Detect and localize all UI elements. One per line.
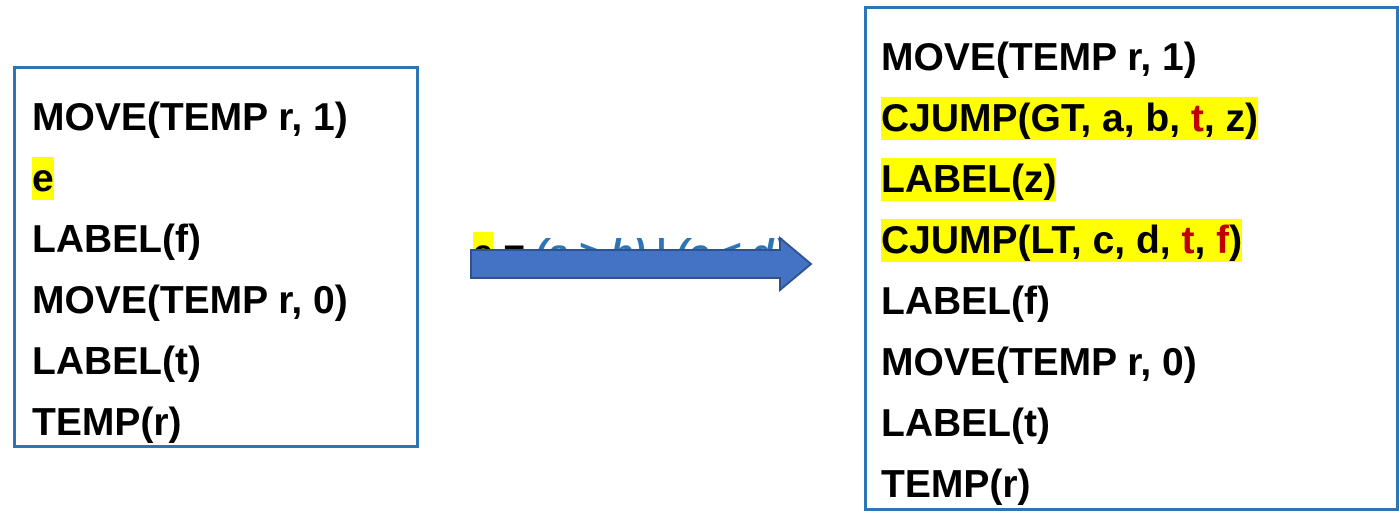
code-segment: LABEL(t)	[32, 340, 201, 383]
code-segment: CJUMP(GT, a, b,	[881, 97, 1191, 140]
arrow-shape	[470, 235, 813, 293]
code-segment: e	[32, 157, 54, 200]
code-segment: LABEL(t)	[881, 402, 1050, 445]
code-segment: MOVE(TEMP r, 0)	[881, 341, 1197, 384]
code-line: TEMP(r)	[881, 454, 1396, 515]
label-reference: t	[1190, 97, 1204, 140]
label-reference: t	[1181, 219, 1195, 262]
code-line: LABEL(z)	[881, 149, 1396, 210]
code-segment: MOVE(TEMP r, 1)	[881, 36, 1197, 79]
code-segment: LABEL(f)	[881, 280, 1050, 323]
code-line: MOVE(TEMP r, 0)	[881, 332, 1396, 393]
code-segment: MOVE(TEMP r, 1)	[32, 96, 348, 139]
code-segment: ,	[1194, 219, 1217, 262]
code-line: MOVE(TEMP r, 1)	[881, 27, 1396, 88]
code-line: MOVE(TEMP r, 1)	[32, 87, 416, 148]
code-line: CJUMP(LT, c, d, t, f)	[881, 210, 1396, 271]
equation: e = (a > b) | (c < d)	[452, 178, 786, 273]
code-line: LABEL(t)	[881, 393, 1396, 454]
code-segment: CJUMP(LT, c, d,	[881, 219, 1182, 262]
code-segment: MOVE(TEMP r, 0)	[32, 279, 348, 322]
code-line: MOVE(TEMP r, 0)	[32, 270, 416, 331]
code-segment: TEMP(r)	[32, 401, 182, 444]
code-segment: TEMP(r)	[881, 463, 1031, 506]
right-arrow-icon	[470, 235, 813, 293]
code-segment: LABEL(z)	[881, 158, 1057, 201]
code-line: e	[32, 148, 416, 209]
code-line: LABEL(f)	[881, 271, 1396, 332]
code-segment: )	[1229, 219, 1243, 262]
code-segment: LABEL(f)	[32, 218, 201, 261]
code-segment: , z)	[1203, 97, 1259, 140]
translated-code-box: MOVE(TEMP r, 1)CJUMP(GT, a, b, t, z)LABE…	[864, 6, 1399, 511]
code-line: LABEL(t)	[32, 331, 416, 392]
code-line: CJUMP(GT, a, b, t, z)	[881, 88, 1396, 149]
code-line: TEMP(r)	[32, 392, 416, 453]
label-reference: f	[1216, 219, 1230, 262]
code-line: LABEL(f)	[32, 209, 416, 270]
